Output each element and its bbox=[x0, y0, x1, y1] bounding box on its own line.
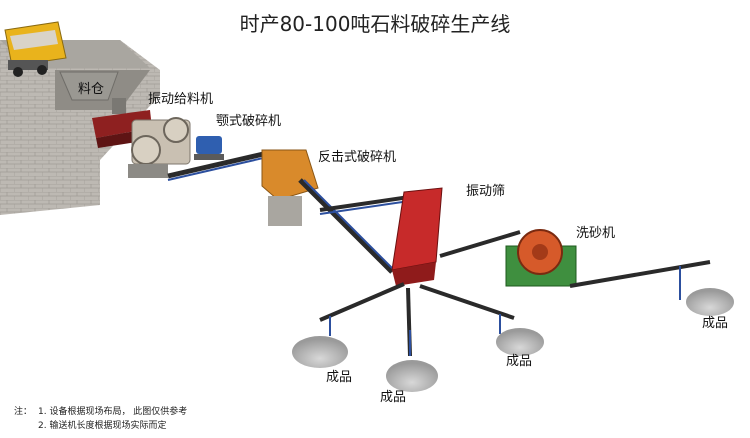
note-line-2: 2. 输送机长度根据现场实际而定 bbox=[38, 421, 167, 431]
vibrating-screen bbox=[391, 187, 443, 286]
label-impact-crusher: 反击式破碎机 bbox=[318, 150, 397, 165]
note-prefix: 注： bbox=[14, 407, 33, 417]
label-product-2: 成品 bbox=[380, 390, 407, 405]
stockpile-2 bbox=[386, 360, 438, 392]
dump-truck bbox=[4, 21, 67, 77]
stockpile-1 bbox=[292, 336, 348, 368]
label-vibrating-screen: 振动筛 bbox=[466, 184, 506, 199]
label-vibrating-feeder: 振动给料机 bbox=[148, 92, 214, 107]
stockpile-4 bbox=[686, 288, 734, 316]
silo bbox=[59, 71, 126, 114]
stockpiles bbox=[292, 288, 734, 392]
sand-washer bbox=[505, 229, 577, 287]
label-product-3: 成品 bbox=[506, 354, 533, 369]
label-silo: 料仓 bbox=[78, 82, 105, 97]
stockpile-3 bbox=[496, 328, 544, 356]
label-jaw-crusher: 颚式破碎机 bbox=[216, 114, 282, 129]
label-product-4: 成品 bbox=[702, 316, 729, 331]
diagram-title: 时产80-100吨石料破碎生产线 bbox=[239, 12, 511, 36]
label-product-1: 成品 bbox=[326, 370, 353, 385]
note-line-1: 1. 设备根据现场布局， 此图仅供参考 bbox=[38, 407, 188, 417]
label-sand-washer: 洗砂机 bbox=[576, 226, 616, 241]
conveyor-1 bbox=[167, 149, 273, 181]
radial-conveyors bbox=[319, 230, 711, 357]
motor bbox=[194, 136, 224, 160]
jaw-crusher bbox=[128, 117, 191, 178]
